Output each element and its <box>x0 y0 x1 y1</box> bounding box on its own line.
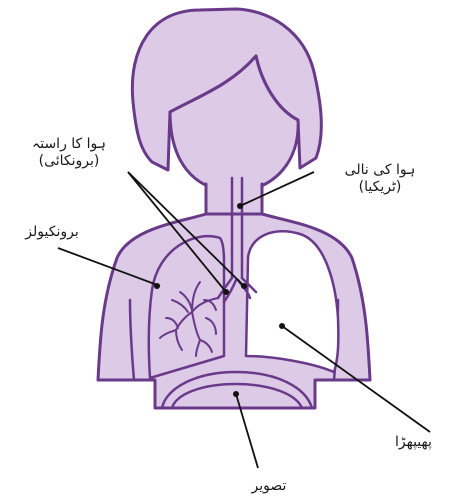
diaphragm-label-text: تصویر <box>236 478 302 495</box>
bronchi-label-line2: (برونکائی) <box>2 153 136 170</box>
trachea-label-line2: (ٹریکیا) <box>325 179 435 196</box>
bronchioles-label: برونکیولز <box>10 224 94 241</box>
bronchioles-label-text: برونکیولز <box>10 224 94 241</box>
lungs-dot <box>279 323 285 329</box>
trachea-label: ہوا کی نالی (ٹریکیا) <box>325 162 435 196</box>
lungs-label: پھیپھڑا <box>395 434 455 451</box>
diaphragm-label: تصویر <box>236 478 302 495</box>
lungs-label-text: پھیپھڑا <box>395 434 455 451</box>
bronchi-label-line1: ہوا کا راستہ <box>2 136 136 153</box>
trachea-label-line1: ہوا کی نالی <box>325 162 435 179</box>
bronchi-label: ہوا کا راستہ (برونکائی) <box>2 136 136 170</box>
diaphragm-dot <box>233 391 239 397</box>
bronchioles-dot <box>154 283 160 289</box>
bronchi-dot-2 <box>241 283 247 289</box>
bronchi-dot-1 <box>223 289 229 295</box>
trachea-dot <box>237 203 243 209</box>
